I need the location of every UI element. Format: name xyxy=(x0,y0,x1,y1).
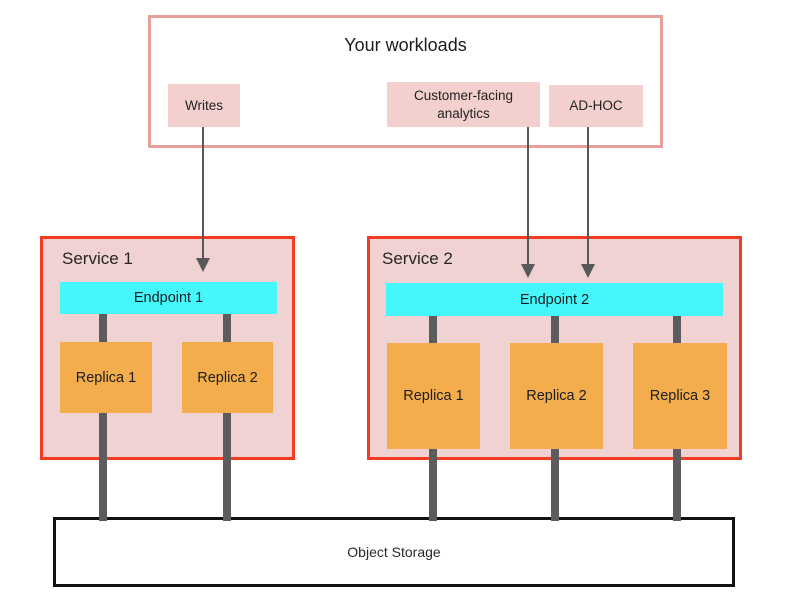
arrow-writes-to-endpoint-1 xyxy=(202,127,204,258)
workloads-title: Your workloads xyxy=(344,35,467,55)
service-1-box: Service 1 Endpoint 1 Replica 1 Replica 2 xyxy=(40,236,295,460)
service-1-replica-1: Replica 1 xyxy=(60,342,152,413)
object-storage-label: Object Storage xyxy=(347,544,441,560)
workload-ad-hoc: AD-HOC xyxy=(549,85,643,127)
connector-service1-replica1 xyxy=(99,314,107,521)
your-workloads-box: Your workloads Writes Customer-facing an… xyxy=(148,15,663,148)
object-storage-box: Object Storage xyxy=(53,517,735,587)
service-2-title: Service 2 xyxy=(382,249,453,268)
service-2-box: Service 2 Endpoint 2 Replica 1 Replica 2… xyxy=(367,236,742,460)
workload-writes: Writes xyxy=(168,84,240,127)
service-2-replica-1: Replica 1 xyxy=(387,343,480,449)
arrow-adhoc-to-endpoint-2 xyxy=(587,127,589,264)
arrow-down-icon xyxy=(581,264,595,278)
connector-service1-replica2 xyxy=(223,314,231,521)
arrow-down-icon xyxy=(521,264,535,278)
service-2-replica-2: Replica 2 xyxy=(510,343,603,449)
workload-customer-facing-analytics: Customer-facing analytics xyxy=(387,82,540,127)
arrow-analytics-to-endpoint-2 xyxy=(527,127,529,264)
service-1-title: Service 1 xyxy=(62,249,133,268)
service-2-replica-3: Replica 3 xyxy=(633,343,727,449)
service-1-endpoint: Endpoint 1 xyxy=(60,282,277,314)
service-2-endpoint: Endpoint 2 xyxy=(386,283,723,316)
arrow-down-icon xyxy=(196,258,210,272)
service-1-replica-2: Replica 2 xyxy=(182,342,273,413)
